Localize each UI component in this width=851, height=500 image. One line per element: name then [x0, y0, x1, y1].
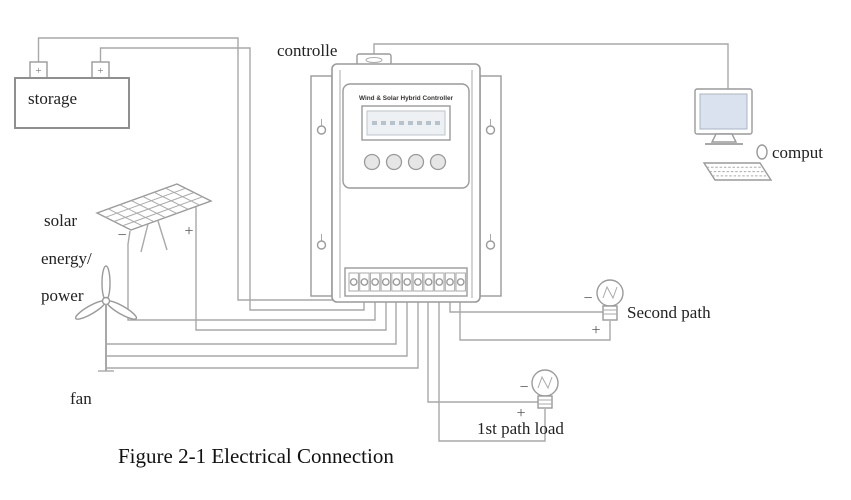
computer-label: comput	[772, 143, 823, 162]
controller-top-connector-port	[365, 57, 383, 63]
solar-label-line3: power	[41, 286, 84, 305]
controller-panel-title: Wind & Solar Hybrid Controller	[359, 95, 454, 102]
solar-plus-sign: +	[184, 223, 193, 240]
wire-communication-to-computer	[373, 43, 729, 89]
controller-button-4	[429, 153, 447, 171]
wire-fan-2	[106, 296, 408, 357]
controller-flange-left	[310, 75, 333, 297]
battery-terminal-right-sign: +	[97, 65, 103, 77]
battery-terminal-left-sign: +	[35, 65, 41, 77]
turbine-blade-up	[101, 265, 111, 301]
controller-button-3	[407, 153, 425, 171]
wire-second-path-plus	[459, 296, 611, 341]
wire-solar-minus	[127, 230, 376, 321]
solar-label-line1: solar	[44, 211, 77, 230]
wire-battery-2	[99, 47, 365, 311]
monitor-stand	[710, 133, 738, 143]
controller: controlle Wind & Solar Hybrid Controller	[277, 41, 502, 303]
controller-button-1	[363, 153, 381, 171]
bulb-first-path: − + 1st path load	[477, 369, 564, 438]
fan-label: fan	[70, 389, 92, 408]
battery: + + storage	[14, 61, 130, 129]
turbine-hub	[101, 296, 111, 306]
solar-label: solar energy/ power	[41, 211, 92, 305]
wind-turbine: fan	[70, 265, 138, 408]
wire-fan-3	[106, 296, 419, 369]
solar-minus-sign: −	[117, 227, 126, 244]
solar-panel: − +	[95, 183, 213, 253]
first-path-bulb-filament	[537, 375, 553, 390]
battery-label: storage	[28, 89, 77, 108]
figure-caption: Figure 2-1 Electrical Connection	[118, 444, 394, 468]
controller-button-2	[385, 153, 403, 171]
controller-label: controlle	[277, 41, 337, 60]
second-path-bulb-filament	[602, 285, 618, 300]
first-path-plus-sign: +	[516, 405, 525, 422]
mouse	[756, 144, 768, 160]
controller-mount-holes	[316, 119, 496, 250]
solar-label-line2: energy/	[41, 249, 92, 268]
battery-body	[14, 77, 130, 129]
controller-terminals	[348, 272, 466, 292]
controller-buttons	[363, 153, 447, 171]
first-path-bulb-base	[537, 395, 553, 409]
monitor-screen	[699, 93, 748, 130]
wire-fan-1	[106, 296, 397, 345]
wire-first-path-plus	[438, 296, 546, 442]
wire-first-path-minus	[427, 296, 538, 403]
computer-workstation: comput	[694, 88, 823, 181]
solar-panel-leg-left	[140, 223, 149, 253]
first-path-minus-sign: −	[519, 379, 528, 396]
solar-panel-grid	[105, 187, 203, 227]
keyboard-keys	[706, 166, 769, 177]
second-path-label: Second path	[627, 303, 711, 322]
controller-lcd-screen	[366, 110, 446, 136]
bulb-second-path: − + Second path	[583, 279, 711, 339]
second-path-plus-sign: +	[591, 322, 600, 339]
solar-panel-leg-right	[157, 220, 168, 251]
second-path-minus-sign: −	[583, 290, 592, 307]
second-path-bulb-base	[602, 305, 618, 321]
wire-solar-plus	[195, 207, 387, 331]
first-path-label: 1st path load	[477, 419, 564, 438]
controller-flange-right	[479, 75, 502, 297]
